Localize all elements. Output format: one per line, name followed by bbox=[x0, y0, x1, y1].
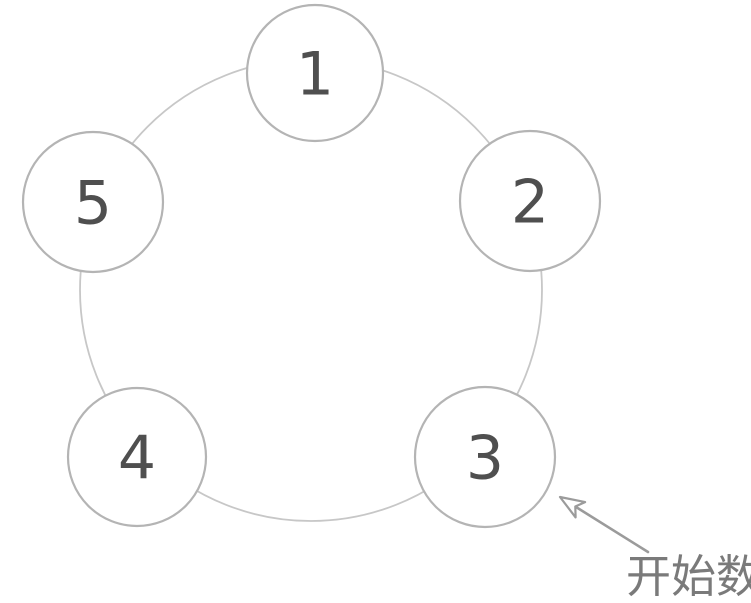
node-circle-4 bbox=[66, 386, 208, 528]
arrow-head-icon bbox=[558, 495, 587, 519]
node-label-2: 2 bbox=[511, 168, 549, 238]
node-circle-1 bbox=[245, 3, 385, 143]
nodes-layer: 1 2 3 4 5 bbox=[21, 3, 602, 529]
node-label-5: 5 bbox=[74, 169, 112, 239]
node-4: 4 bbox=[66, 386, 208, 528]
node-circle-5 bbox=[21, 130, 165, 274]
node-label-1: 1 bbox=[296, 40, 334, 110]
arrow-layer bbox=[558, 495, 650, 554]
node-label-3: 3 bbox=[466, 424, 504, 494]
node-label-4: 4 bbox=[118, 424, 156, 494]
node-1: 1 bbox=[245, 3, 385, 143]
annotation-start-counting: 开始数 bbox=[626, 550, 751, 603]
node-3: 3 bbox=[413, 385, 557, 529]
node-circle-2 bbox=[458, 129, 602, 273]
node-2: 2 bbox=[458, 129, 602, 273]
arrow-shaft bbox=[573, 504, 650, 554]
node-5: 5 bbox=[21, 130, 165, 274]
node-circle-3 bbox=[413, 385, 557, 529]
